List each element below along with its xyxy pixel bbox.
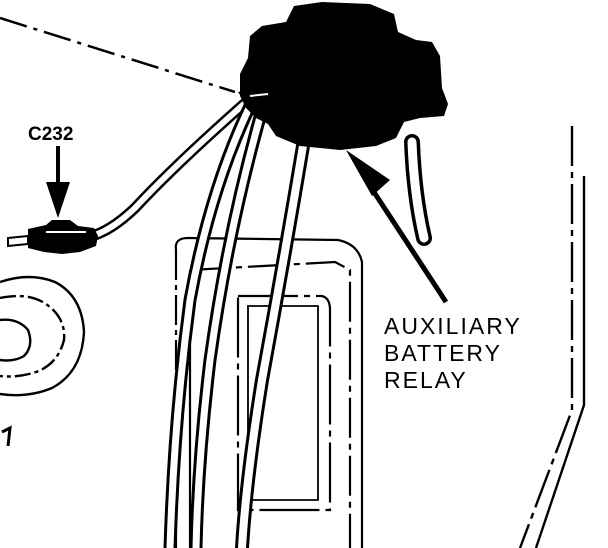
relay-label-line-3: RELAY [384,367,468,393]
reference-dashed-line [0,16,236,94]
relay-pointer-arrow [346,150,449,304]
c232-pointer-arrow [46,146,70,218]
connector-label-c232: C232 [28,124,73,145]
relay-label-line-1: AUXILIARY [384,313,522,339]
connector-c232 [7,220,98,254]
auxiliary-battery-relay [238,2,448,150]
wire-harness [86,98,432,548]
relay-label-line-2: BATTERY [384,340,502,366]
fender-edge [518,126,586,548]
left-round-component [0,275,86,447]
